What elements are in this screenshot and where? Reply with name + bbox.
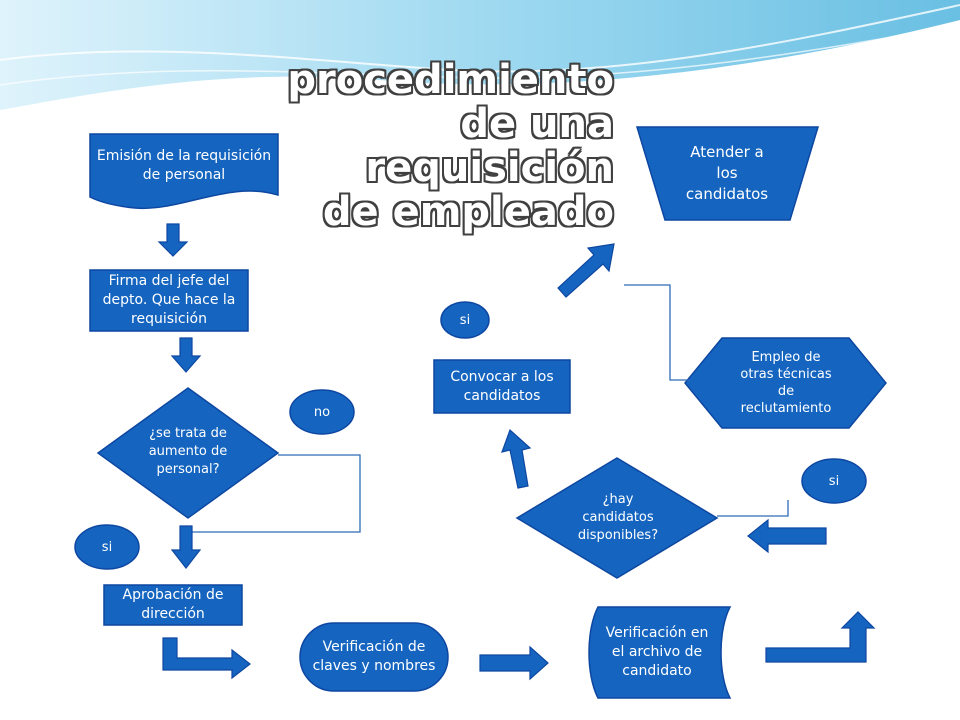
decision-aumento-label: ¿se trata de aumento de personal? [148,426,228,477]
arrow-down-2 [170,337,202,373]
arrow-down-1 [157,223,189,257]
si-circle-right [801,458,867,504]
verificacion-archivo-shape [588,606,732,699]
empleo-label: Empleo de otras técnicas de reclutamient… [740,350,832,416]
si-circle-left [74,524,140,570]
verificacion-claves-label: Verificación de claves y nombres [312,639,436,674]
aprobacion-box [103,584,243,626]
convocar-box [433,359,571,414]
arrow-bent-1 [162,637,251,680]
no-label: no [313,404,331,420]
emision-label: Emisión de la requisición de personal [96,148,272,183]
emision-document-shape [89,133,279,210]
atender-trapezoid [635,126,820,221]
firma-box [89,269,249,332]
block-arrows [157,223,876,681]
title-line-1: procedimiento [287,57,614,103]
arrow-diagonal-1 [557,243,615,298]
firma-label: Firma del jefe del depto. Que hace la re… [102,273,236,327]
si-label-left: si [101,539,113,555]
arrow-bent-2 [765,611,876,663]
header-wave [0,0,960,110]
connector-si-right [717,500,789,517]
si-label-top: si [459,312,471,328]
arrow-down-3 [170,525,202,569]
connector-no-loop [190,454,361,533]
connector-to-empleo [624,284,690,381]
title-line-4: de empleado [322,189,614,235]
title-line-3: requisición [365,145,614,191]
aprobacion-label: Aprobación de dirección [122,587,224,622]
convocar-label: Convocar a los candidatos [450,368,554,404]
verificacion-claves-shape [299,622,449,692]
arrow-right-1 [479,645,549,681]
title-line-2: de una [460,101,614,147]
decision-candidatos-label: ¿hay candidatos disponibles? [577,492,659,543]
no-circle [289,389,355,435]
connector-lines [190,284,789,533]
empleo-hexagon [684,337,887,429]
arrow-left-1 [747,518,827,554]
decision-aumento-diamond [96,387,280,519]
decision-candidatos-diamond [515,457,719,579]
arrow-up-1 [501,428,532,489]
si-circle-top [440,301,490,339]
atender-label: Atender a los candidatos [685,142,769,203]
si-label-right: si [828,473,840,489]
verificacion-archivo-label: Verificación en el archivo de candidato [605,624,709,679]
